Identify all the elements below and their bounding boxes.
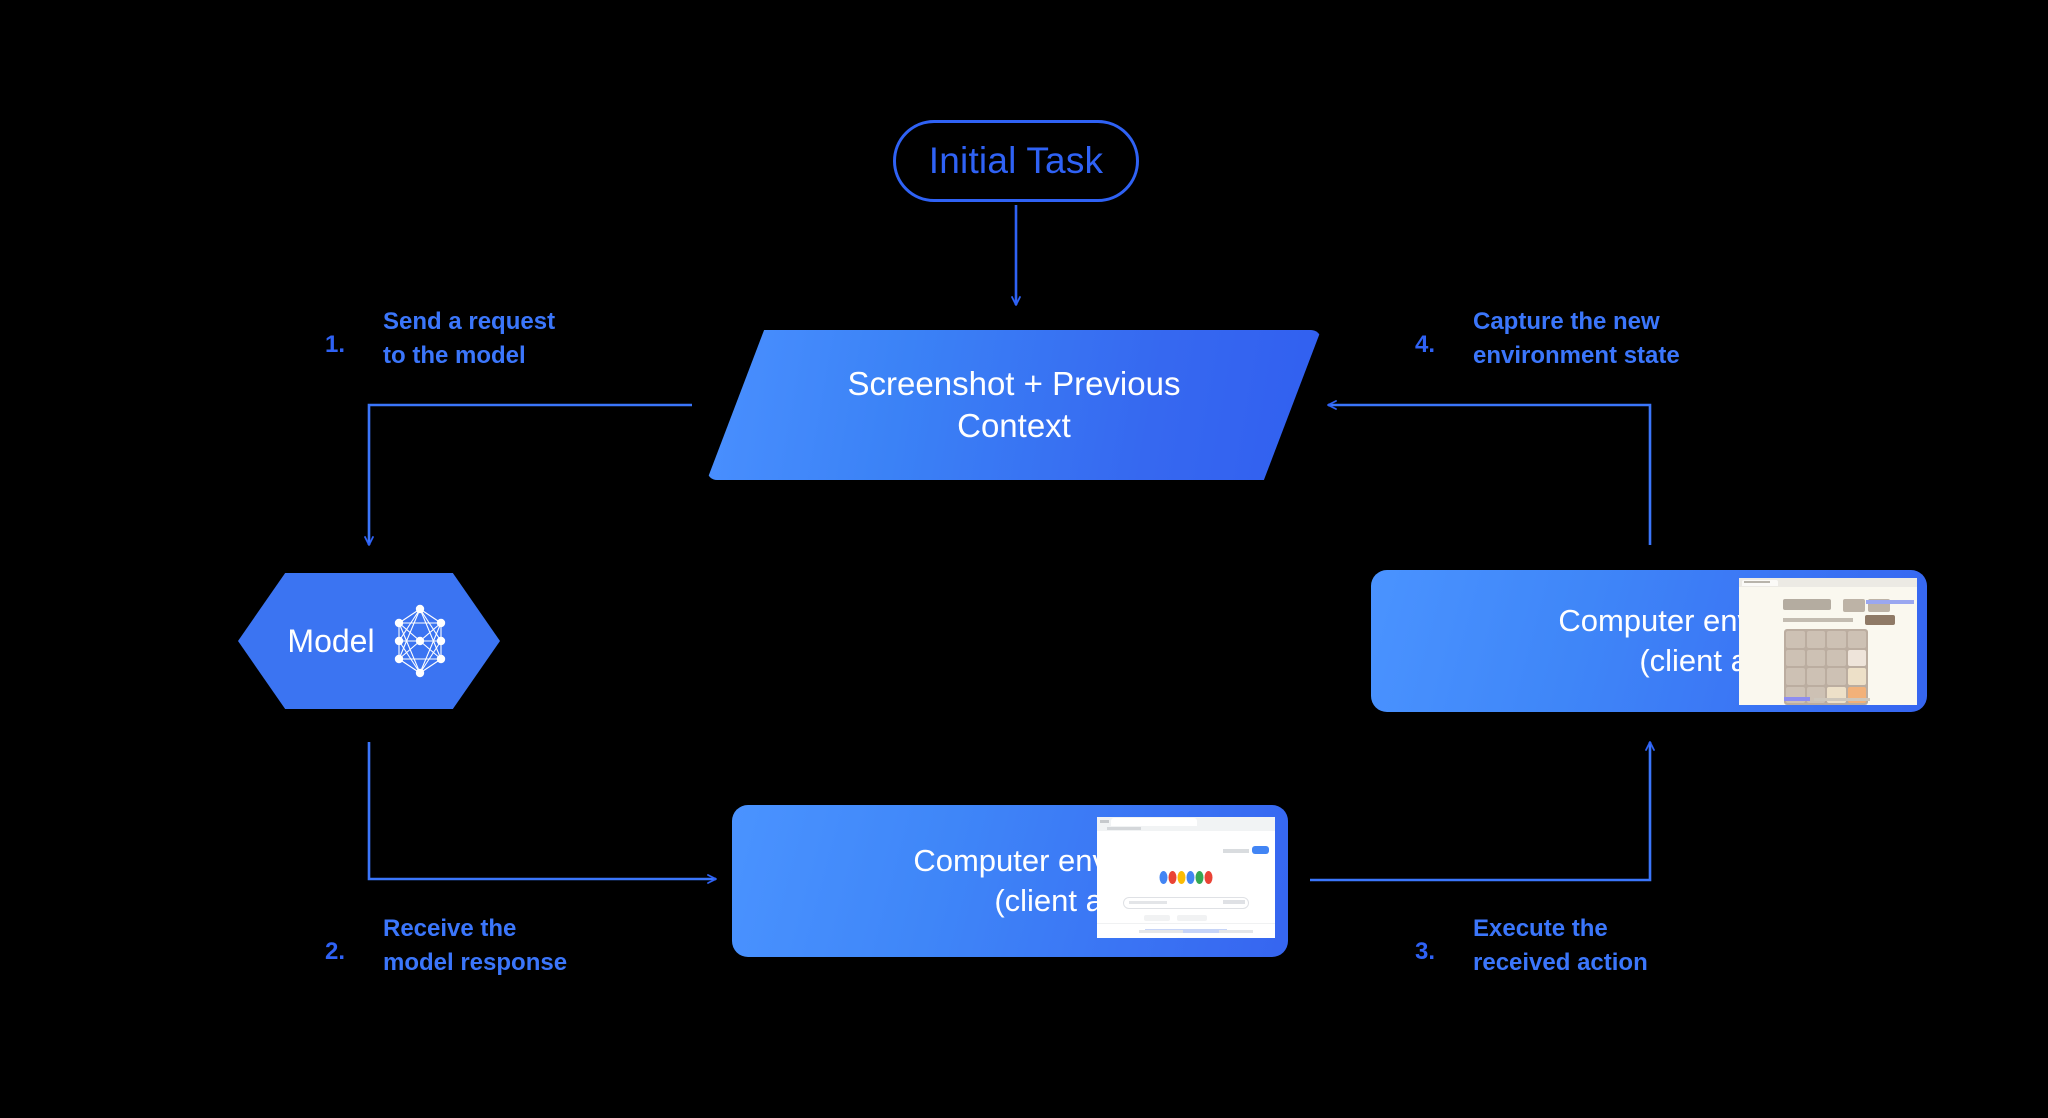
model-node-content: Model — [238, 573, 500, 709]
thumb-google-url-bar — [1107, 827, 1141, 830]
tile — [1806, 631, 1825, 648]
tile — [1786, 631, 1805, 648]
thumb-2048-footer-link — [1784, 697, 1810, 701]
thumb-google-footer-right — [1219, 930, 1253, 933]
thumb-google-offer-text — [1145, 929, 1227, 933]
tile — [1847, 649, 1866, 666]
initial-task-label: Initial Task — [928, 140, 1104, 181]
step-label-3: 3. Execute the received action — [1415, 912, 1648, 980]
screenshot-context-node[interactable]: Screenshot + Previous Context — [707, 330, 1321, 480]
hexagon-shape — [238, 573, 500, 709]
thumb-2048-footer-text — [1814, 698, 1870, 701]
thumb-2048-subtitle — [1783, 618, 1853, 622]
thumb-2048-links — [1866, 600, 1914, 604]
google-logo-icon — [1159, 871, 1213, 884]
step-label-1: 1. Send a request to the model — [325, 305, 555, 373]
step-4-number: 4. — [1415, 331, 1436, 358]
thumb-google-lucky-button — [1177, 915, 1207, 921]
thumb-2048-board — [1784, 629, 1868, 705]
thumb-browser-tab-text — [1744, 581, 1770, 583]
arrow-env-bottom-to-env-right — [1310, 741, 1655, 882]
tile — [1806, 649, 1825, 666]
tile — [1786, 668, 1805, 685]
model-label: Model — [287, 622, 375, 659]
thumbnail-google-search — [1097, 817, 1275, 938]
thumb-2048-page — [1739, 587, 1917, 705]
tile — [1847, 668, 1866, 685]
thumb-google-signin-button — [1252, 846, 1269, 854]
tile — [1786, 649, 1805, 666]
step-label-4: 4. Capture the new environment state — [1415, 305, 1680, 373]
step-4-text: Capture the new environment state — [1473, 308, 1680, 370]
thumbnail-2048-game — [1739, 578, 1917, 705]
arrow-env-right-to-context — [1327, 400, 1652, 545]
step-1-text: Send a request to the model — [383, 308, 556, 370]
arrow-context-to-model — [364, 403, 692, 546]
thumb-google-search-box — [1123, 897, 1249, 909]
tile — [1806, 668, 1825, 685]
tile — [1827, 649, 1846, 666]
context-line-2: Context — [957, 407, 1071, 444]
thumb-google-footer-left — [1139, 930, 1183, 933]
thumb-google-window-controls — [1100, 820, 1109, 823]
parallelogram-shape — [707, 330, 1321, 480]
step-2-number: 2. — [325, 938, 346, 965]
tile — [1847, 631, 1866, 648]
step-3-number: 3. — [1415, 938, 1436, 965]
thumb-google-footer-divider — [1097, 923, 1275, 924]
tile — [1827, 631, 1846, 648]
context-line-1: Screenshot + Previous — [847, 365, 1181, 403]
step-label-2: 2. Receive the model response — [325, 912, 567, 980]
thumb-google-search-button — [1144, 915, 1170, 921]
thumb-google-search-icons — [1223, 900, 1245, 904]
thumb-google-top-links — [1223, 849, 1249, 853]
arrow-model-to-env-bottom — [367, 742, 717, 884]
thumb-2048-title — [1783, 599, 1831, 610]
initial-task-node[interactable]: Initial Task — [893, 120, 1139, 202]
thumb-2048-new-game-button — [1865, 615, 1895, 625]
thumb-2048-score — [1843, 599, 1865, 612]
tile — [1827, 668, 1846, 685]
screenshot-context-label: Screenshot + Previous Context — [707, 330, 1321, 480]
step-3-text: Execute the received action — [1473, 915, 1648, 977]
thumb-google-search-text — [1129, 901, 1167, 904]
step-1-number: 1. — [325, 331, 346, 358]
thumb-google-page — [1097, 831, 1275, 938]
step-2-text: Receive the model response — [383, 915, 568, 977]
thumb-google-tab — [1111, 818, 1197, 826]
neural-network-icon — [394, 604, 445, 678]
model-node[interactable]: Model — [238, 573, 500, 709]
